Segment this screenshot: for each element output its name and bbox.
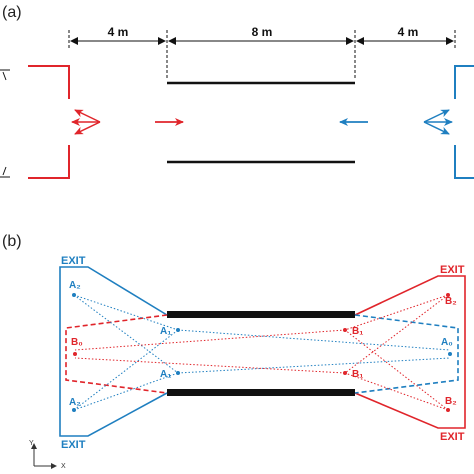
point-label-a1-top: A₁: [160, 326, 171, 337]
left-outflow-arrows: [71, 109, 101, 135]
dimension-lines: [68, 30, 456, 80]
point-label-b0: B₀: [71, 337, 83, 348]
point-label-b1-bottom: B₁: [352, 369, 363, 380]
point-label-a0: A₀: [441, 337, 453, 348]
red-trajectories: [74, 294, 449, 411]
exit-label-left-top: EXIT: [61, 255, 86, 267]
exit-label-right-top: EXIT: [440, 264, 465, 276]
point-label-b1-top: B₁: [352, 326, 363, 337]
point-label-a2-top: A₂: [69, 280, 81, 291]
axis-label-x: X: [61, 463, 66, 470]
dim-label-left: 4 m: [108, 25, 129, 39]
point-label-a1-bottom: A₁: [160, 369, 171, 380]
panel-a-label: (a): [2, 4, 22, 21]
dim-label-right: 4 m: [398, 25, 419, 39]
blue-trajectories: [73, 294, 451, 411]
left-edge-dimension: [0, 69, 10, 178]
exit-label-left-bottom: EXIT: [61, 439, 86, 451]
left-dashed-region: [65, 314, 168, 394]
panel-b: (b): [2, 233, 466, 470]
panel-b-label: (b): [2, 233, 22, 250]
right-room-outline: [354, 275, 466, 429]
exit-label-right-bottom: EXIT: [440, 431, 465, 443]
corridor-wall-b-bottom: [167, 389, 355, 396]
axis-label-y: Y: [29, 440, 34, 447]
right-dashed-region: [354, 314, 459, 394]
right-outflow-arrows: [423, 109, 453, 135]
point-label-a2-bottom: A₂: [69, 397, 81, 408]
point-label-b2-top: B₂: [445, 296, 457, 307]
corridor-wall-b-top: [167, 311, 355, 318]
panel-a: (a) 4 m 8 m 4 m: [0, 4, 474, 179]
coordinate-axes: [31, 443, 57, 469]
left-room-boundary: [28, 65, 70, 179]
left-room-outline: [59, 266, 168, 437]
right-room-boundary: [454, 65, 474, 179]
dim-label-middle: 8 m: [252, 25, 273, 39]
red-points: [73, 293, 450, 412]
point-label-b2-bottom: B₂: [445, 396, 457, 407]
blue-points: [72, 293, 452, 412]
